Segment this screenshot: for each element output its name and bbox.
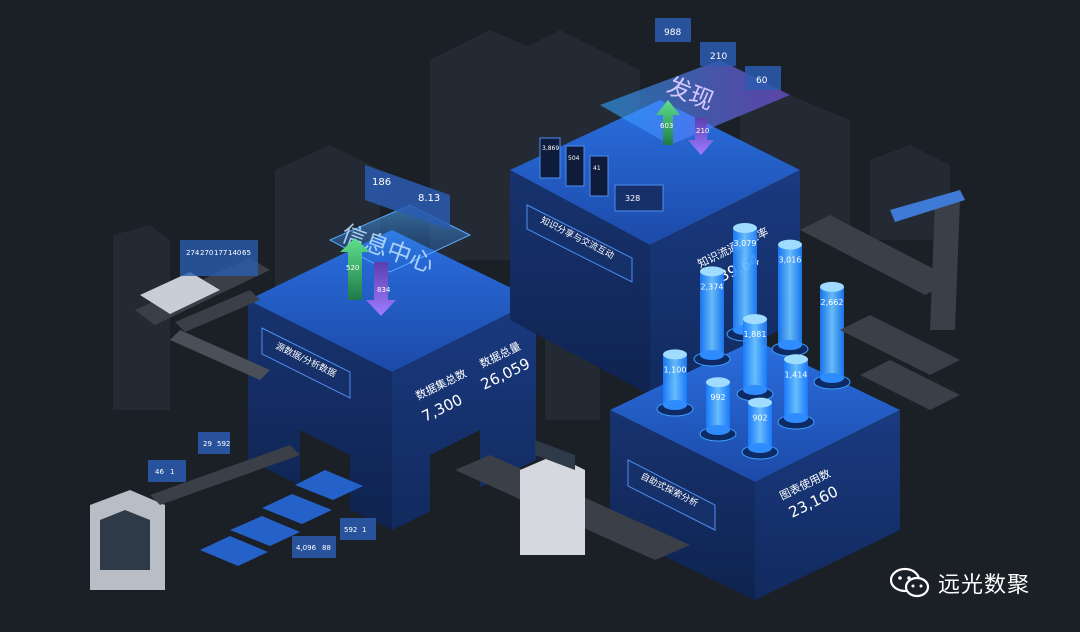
- tag-value-3: 29: [203, 440, 212, 448]
- tablet-value-3: 41: [593, 165, 601, 172]
- discovery-up-arrow-icon: [656, 100, 680, 145]
- brand-mark: 远光数聚: [890, 566, 1030, 600]
- left-conveyor: 274 270 177 140 65: [135, 240, 270, 380]
- info-center-block: 源数据/分析数据 数据集总数 7,300 数据总量 26,059 186 8.1…: [248, 165, 536, 530]
- data-cylinder: 2,662: [813, 281, 851, 390]
- info-arrow-up-value: 520: [346, 264, 359, 272]
- cylinder-value: 902: [752, 414, 767, 423]
- robot-board-value-1: 274: [186, 249, 200, 257]
- data-cylinder: 3,016: [771, 239, 809, 357]
- tag-value-7: 592: [344, 526, 357, 534]
- discovery-board-value-3: 60: [756, 76, 768, 86]
- info-board-value-2: 8.13: [418, 193, 440, 204]
- center-conveyor: [455, 440, 690, 560]
- robot-board-value-2: 270: [200, 249, 213, 257]
- discovery-board-value-2: 210: [710, 52, 727, 62]
- wechat-icon: [890, 567, 930, 598]
- bottom-left-machine: 46 1 29 592: [90, 432, 300, 590]
- tablet-value-1: 3,869: [542, 145, 559, 152]
- cylinder-value: 2,374: [701, 282, 724, 291]
- cylinder-value: 3,079: [734, 239, 757, 248]
- robot-board-value-5: 65: [242, 249, 251, 257]
- data-cylinder: 1,414: [777, 354, 815, 430]
- cylinder-value: 1,414: [785, 370, 808, 379]
- cylinder-value: 1,881: [744, 330, 767, 339]
- download-arrow-icon: [366, 262, 396, 316]
- tablet-value-2: 504: [568, 155, 580, 162]
- cylinder-value: 3,016: [779, 256, 802, 265]
- tag-value-1: 46: [155, 468, 164, 476]
- cylinder-value: 992: [710, 393, 725, 402]
- robot-board-value-4: 140: [228, 249, 241, 257]
- data-cylinder: 2,374: [693, 266, 731, 367]
- info-arrow-down-value: 834: [377, 286, 391, 294]
- tag-value-8: 1: [362, 526, 366, 534]
- cylinder-value: 2,662: [821, 298, 844, 307]
- charts-block: 自助式探索分析 图表使用数 23,160 3,0793,0162,3742,66…: [610, 223, 900, 600]
- tag-value-5: 4,096: [296, 544, 317, 552]
- right-conveyor: [800, 190, 965, 410]
- bottom-pallets: 4,096 88 592 1: [200, 470, 376, 566]
- cylinder-value: 1,100: [664, 365, 687, 374]
- tag-value-4: 592: [217, 440, 230, 448]
- info-board-value-1: 186: [372, 177, 391, 188]
- discovery-down-arrow-icon: [688, 118, 714, 155]
- discovery-arrow-up-value: 603: [660, 122, 673, 130]
- data-cylinder: 1,100: [656, 349, 694, 417]
- cylinder-group: 3,079 3,016 2,374 2,662 1,881 1,100 1,414 992 90…: [656, 223, 851, 460]
- brand-name: 远光数聚: [938, 573, 1031, 598]
- data-cylinder: 1,881: [736, 314, 774, 402]
- tag-value-6: 88: [322, 544, 331, 552]
- tablet-value-4: 328: [625, 194, 640, 203]
- data-cylinder: 902: [741, 397, 779, 460]
- robot-board-value-3: 177: [214, 249, 227, 257]
- data-cylinder: 992: [699, 377, 737, 442]
- discovery-arrow-down-value: 210: [696, 127, 709, 135]
- tag-value-2: 1: [170, 468, 174, 476]
- discovery-board-value-1: 988: [664, 28, 681, 38]
- upload-arrow-icon: [340, 238, 370, 300]
